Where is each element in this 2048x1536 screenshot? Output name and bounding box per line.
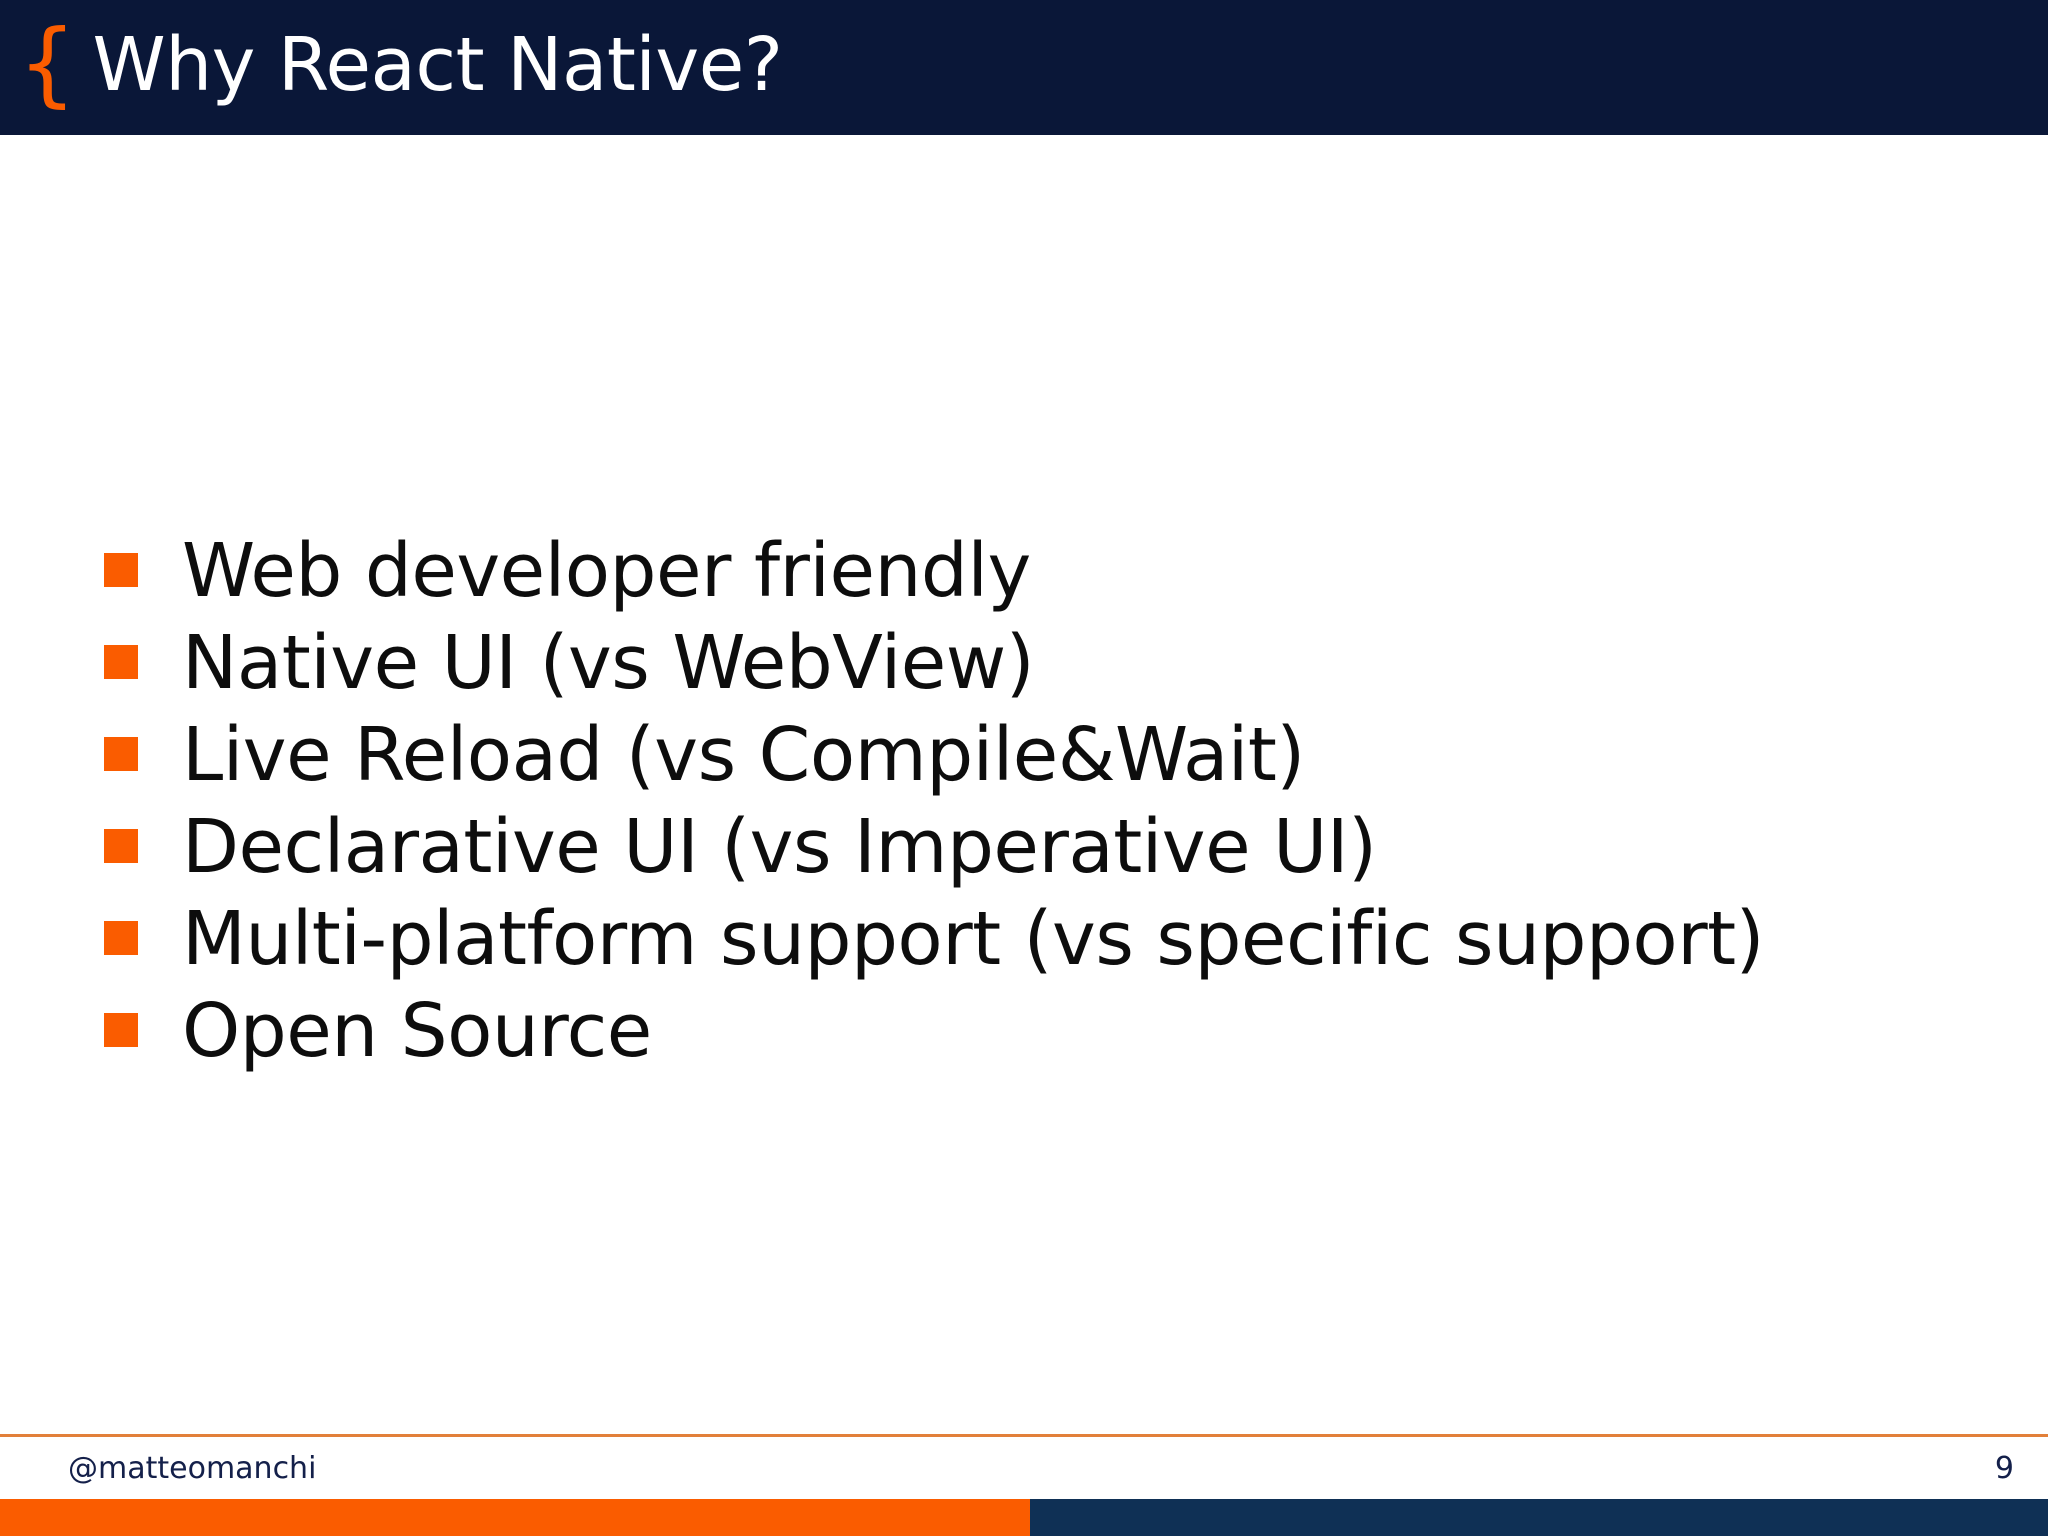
list-item: Live Reload (vs Compile&Wait) — [104, 709, 2004, 801]
bottom-bar-orange-segment — [0, 1499, 1030, 1536]
list-item-label: Web developer friendly — [182, 528, 1031, 614]
square-bullet-icon — [104, 553, 138, 587]
list-item: Web developer friendly — [104, 525, 2004, 617]
bottom-bar-navy-segment — [1030, 1499, 2048, 1536]
bottom-accent-bar — [0, 1499, 2048, 1536]
square-bullet-icon — [104, 921, 138, 955]
square-bullet-icon — [104, 645, 138, 679]
list-item-label: Declarative UI (vs Imperative UI) — [182, 804, 1377, 890]
slide-footer: @matteomanchi 9 — [0, 1437, 2048, 1499]
list-item-label: Native UI (vs WebView) — [182, 620, 1035, 706]
list-item-label: Live Reload (vs Compile&Wait) — [182, 712, 1305, 798]
square-bullet-icon — [104, 737, 138, 771]
slide-title-bar: { Why React Native? — [0, 0, 2048, 135]
list-item: Native UI (vs WebView) — [104, 617, 2004, 709]
author-handle: @matteomanchi — [68, 1450, 317, 1486]
square-bullet-icon — [104, 1013, 138, 1047]
footer-divider — [0, 1434, 2048, 1437]
list-item: Open Source — [104, 985, 2004, 1077]
list-item-label: Open Source — [182, 988, 652, 1074]
list-item: Declarative UI (vs Imperative UI) — [104, 801, 2004, 893]
list-item: Multi-platform support (vs specific supp… — [104, 893, 2004, 985]
slide-content: Web developer friendly Native UI (vs Web… — [0, 135, 2048, 1445]
feature-bullet-list: Web developer friendly Native UI (vs Web… — [104, 525, 2004, 1077]
page-title: Why React Native? — [92, 21, 783, 108]
open-brace-icon: { — [18, 9, 77, 117]
page-number: 9 — [1994, 1450, 2014, 1486]
list-item-label: Multi-platform support (vs specific supp… — [182, 896, 1765, 982]
square-bullet-icon — [104, 829, 138, 863]
